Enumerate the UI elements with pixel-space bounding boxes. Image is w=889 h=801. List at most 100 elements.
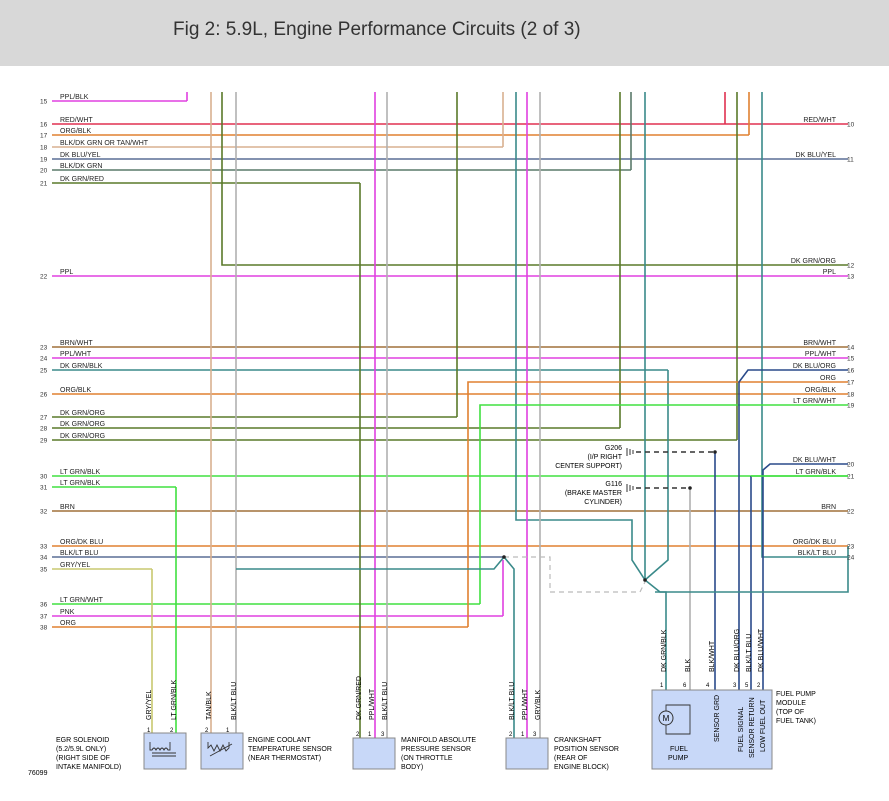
wire-label: PPL [823,269,836,276]
wire-label: BLK [685,658,692,672]
pin-number: 21 [40,181,48,188]
ground-g116: G116 (BRAKE MASTER CYLINDER) [565,481,692,506]
pin-label: LOW FUEL OUT [760,699,767,752]
svg-text:1: 1 [660,683,664,689]
wire-label: DK BLU/YEL [60,152,101,159]
wire-label: BLK/DK GRN [60,163,102,170]
wire-label: DK GRN/RED [60,176,104,183]
pin-number: 23 [40,345,48,352]
wire-label: ORG/BLK [60,128,91,135]
wire-label: RED/WHT [803,117,836,124]
pin-label: SENSOR GRD [714,695,721,742]
wire-label: DK BLU/ORG [734,629,741,672]
ground-location: CENTER SUPPORT) [555,463,622,470]
pin-number: 34 [40,555,48,562]
wire-label: BLK/LT BLU [509,682,516,720]
pin-number: 22 [847,509,855,516]
wire-label: DK GRN/ORG [60,433,105,440]
pin-number: 20 [40,168,48,175]
routed-wire [503,556,515,738]
pin-number: 24 [40,356,48,363]
ground-icon [626,484,634,492]
wire-label: PPL [60,269,73,276]
wire-label: BRN/WHT [803,340,836,347]
pin-number: 32 [40,509,48,516]
pin-number: 11 [847,157,854,164]
pin-number: 27 [40,415,48,422]
ground-g206: G206 (I/P RIGHT CENTER SUPPORT) [555,445,717,470]
pin-number: 16 [40,122,48,129]
component-label: (REAR OF [554,755,587,762]
wire-label: LT GRN/BLK [171,679,178,720]
component-label: MODULE [776,700,806,707]
wire-label: ORG [820,375,836,382]
wire-label: BLK/WHT [709,640,716,672]
wire-label: GRY/YEL [60,562,90,569]
component-label: (RIGHT SIDE OF [56,755,110,762]
wire-label: LT GRN/BLK [60,480,101,487]
wire-label: PPL/WHT [805,351,837,358]
ground-label: G116 [605,481,622,488]
routed-wire [515,92,646,581]
wire-label: LT GRN/BLK [796,469,837,476]
wire-label: BLK/LT BLU [746,634,753,672]
wire-label: PNK [60,609,75,616]
figure-title: Fig 2: 5.9L, Engine Performance Circuits… [173,19,581,40]
routed-wire [761,92,848,558]
wire-label: BRN [821,504,836,511]
wire-label: BLK/LT BLU [382,682,389,720]
pin-number: 25 [40,368,48,375]
vertical-wires [151,92,849,738]
pin-number: 16 [847,368,855,375]
pin-number: 37 [40,614,48,621]
pin-number: 22 [40,274,48,281]
svg-text:6: 6 [683,683,687,689]
svg-text:2: 2 [170,728,174,734]
wire-label: BLK/LT BLU [60,550,98,557]
component-label: FUEL TANK) [776,718,816,725]
component-label: FUEL PUMP [776,691,816,698]
wire-label: ORG/BLK [60,387,91,394]
wire-color-labels: GRY/YEL LT GRN/BLK TAN/BLK BLK/LT BLU DK… [146,628,765,720]
wire-label: DK BLU/YEL [796,152,837,159]
wire-label: ORG/DK BLU [793,539,836,546]
wire-label: DK BLU/WHT [793,457,837,464]
wire-label: TAN/BLK [206,691,213,720]
pin-label: SENSOR RETURN [749,697,756,758]
pin-number: 35 [40,567,48,574]
pin-number: 21 [847,474,855,481]
wire-label: DK GRN/ORG [791,258,836,265]
wire-label: DK GRN/BLK [661,629,668,672]
pin-number: 18 [847,392,855,399]
component-label: ENGINE BLOCK) [554,764,609,771]
figure-code: 76099 [28,770,48,777]
wire-label: BRN/WHT [60,340,93,347]
routed-wire [644,370,669,581]
wire-label: BLK/LT BLU [798,550,836,557]
pin-number: 33 [40,544,48,551]
ground-label: G206 [605,445,622,452]
wire-label: BLK/DK GRN OR TAN/WHT [60,140,149,147]
ground-location: CYLINDER) [584,499,622,506]
wire-label: ORG [60,620,76,627]
wire-label: ORG/BLK [805,387,836,394]
fuel-pump-motor-icon: M [658,704,691,735]
svg-text:2: 2 [205,728,209,734]
component-label: (NEAR THERMOSTAT) [248,755,321,762]
svg-text:2: 2 [757,683,761,689]
pin-number: 31 [40,485,48,492]
routed-wire [221,92,848,266]
component-label: INTAKE MANIFOLD) [56,764,121,771]
pin-number: 24 [847,555,855,562]
wire-label: GRY/YEL [146,690,153,720]
routed-wire [236,556,505,570]
pin-number: 38 [40,625,48,632]
component-label: MANIFOLD ABSOLUTE [401,737,476,744]
svg-text:4: 4 [706,683,710,689]
wire-label: PPL/WHT [60,351,92,358]
pin-number: 17 [40,133,48,140]
wire-label: LT GRN/BLK [60,469,101,476]
